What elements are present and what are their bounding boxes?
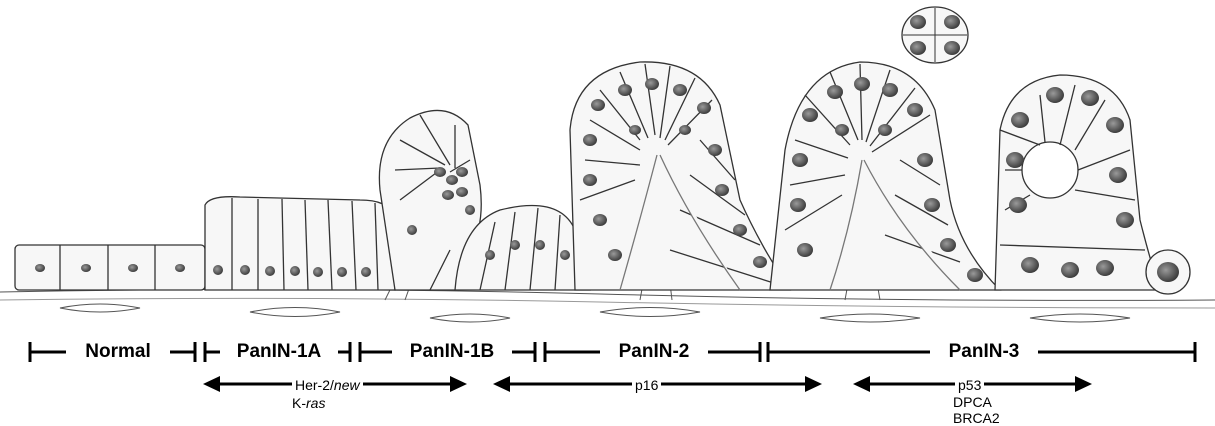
gene-label-p16: p16 — [632, 377, 661, 393]
gene-her2-prefix: Her-2/ — [295, 377, 334, 393]
stage-label-panin-3: PanIN-3 — [930, 340, 1038, 364]
gene-kras-prefix: K- — [292, 395, 306, 411]
gene-kras-suffix: ras — [306, 395, 325, 411]
panin-2-papilla — [570, 62, 790, 290]
gene-label-her2: Her-2/new — [292, 377, 363, 393]
gene-label-p53: p53 — [955, 377, 984, 393]
gene-her2-suffix: new — [334, 377, 360, 393]
stage-label-normal: Normal — [66, 340, 170, 364]
detached-cell-cluster — [902, 7, 968, 63]
stage-label-panin-2: PanIN-2 — [600, 340, 708, 364]
gene-label-brca2: BRCA2 — [953, 410, 1000, 426]
gene-label-kras: K-ras — [292, 395, 325, 411]
stage-label-panin-1b: PanIN-1B — [392, 340, 512, 364]
gene-label-dpca: DPCA — [953, 394, 992, 410]
stage-label-panin-1a: PanIN-1A — [220, 340, 338, 364]
